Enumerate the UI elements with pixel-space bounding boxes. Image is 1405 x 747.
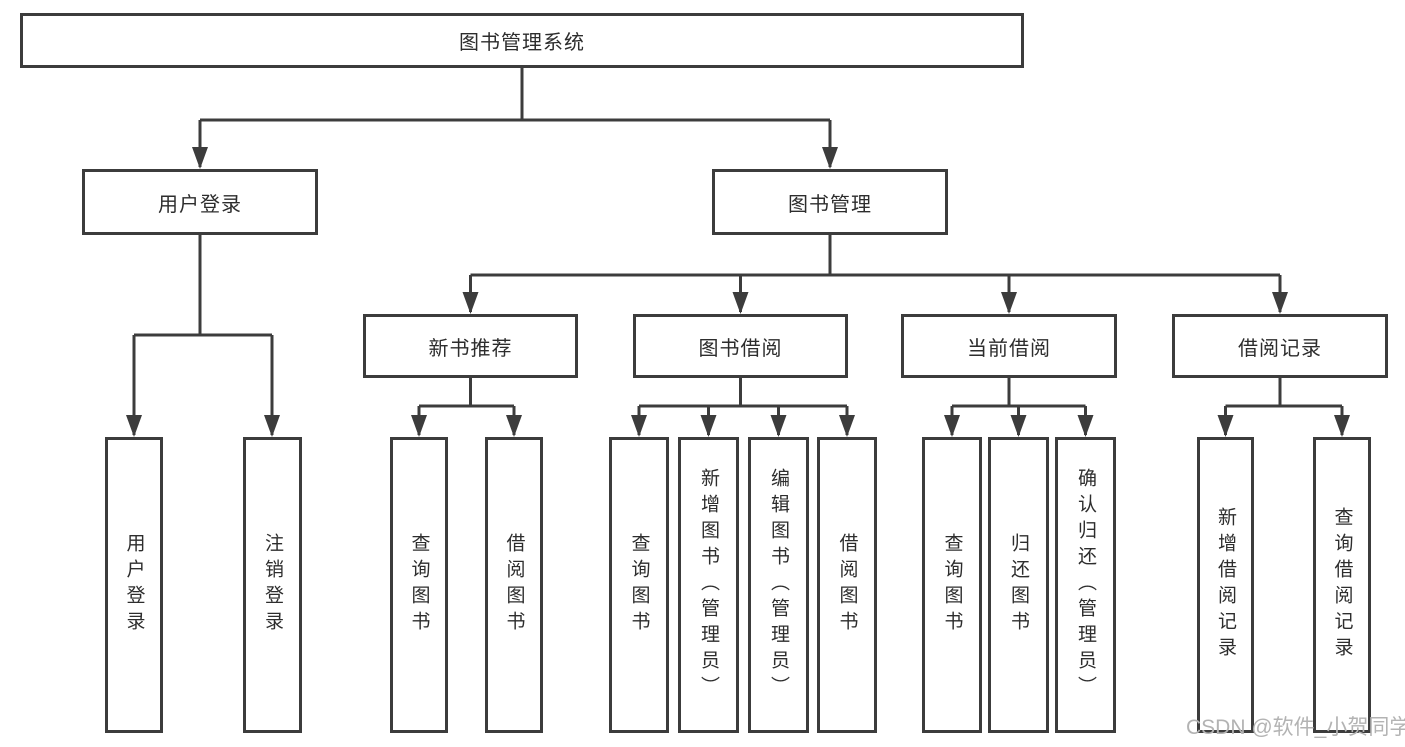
node-borrow-records: 借阅记录: [1172, 314, 1388, 378]
leaf-borrow-books-recommend: 借阅图书: [485, 437, 543, 733]
leaf-label: 新增图书（管理员）: [698, 468, 719, 702]
leaf-label: 借阅图书: [503, 533, 525, 637]
node-label: 借阅记录: [1238, 337, 1322, 360]
leaf-label: 归还图书: [1008, 533, 1029, 637]
node-label: 当前借阅: [967, 337, 1051, 360]
leaf-label: 确认归还（管理员）: [1075, 468, 1096, 702]
node-user-login: 用户登录: [82, 169, 318, 235]
leaf-user-login: 用户登录: [105, 437, 163, 733]
node-label: 用户登录: [158, 193, 242, 216]
leaf-label: 用户登录: [123, 533, 145, 637]
leaf-add-borrow-record: 新增借阅记录: [1197, 437, 1254, 733]
leaf-label: 查询图书: [408, 533, 430, 637]
watermark: CSDN @软件_小贺同学: [1186, 716, 1405, 739]
leaf-label: 查询图书: [628, 533, 650, 637]
connector-paths: [132, 68, 1344, 435]
leaf-borrow-books-borrow: 借阅图书: [817, 437, 877, 733]
leaf-query-books-current: 查询图书: [922, 437, 982, 733]
leaf-label: 借阅图书: [836, 533, 858, 637]
node-label: 图书管理: [788, 193, 872, 216]
node-new-book-recommend: 新书推荐: [363, 314, 578, 378]
leaf-label: 查询图书: [941, 533, 963, 637]
leaf-edit-book-admin: 编辑图书（管理员）: [748, 437, 809, 733]
node-label: 新书推荐: [428, 337, 513, 360]
leaf-query-borrow-record: 查询借阅记录: [1313, 437, 1371, 733]
leaf-query-books-recommend: 查询图书: [390, 437, 448, 733]
leaf-return-book: 归还图书: [988, 437, 1049, 733]
leaf-label: 编辑图书（管理员）: [768, 468, 789, 702]
node-library-management-system: 图书管理系统: [20, 13, 1024, 68]
leaf-query-books-borrow: 查询图书: [609, 437, 669, 733]
leaf-logout: 注销登录: [243, 437, 302, 733]
leaf-label: 查询借阅记录: [1331, 507, 1353, 663]
node-label: 图书借阅: [698, 337, 783, 360]
leaf-label: 新增借阅记录: [1215, 507, 1236, 663]
leaf-confirm-return-admin: 确认归还（管理员）: [1055, 437, 1116, 733]
node-label: 图书管理系统: [459, 32, 585, 54]
leaf-add-book-admin: 新增图书（管理员）: [678, 437, 739, 733]
node-current-borrow: 当前借阅: [901, 314, 1117, 378]
leaf-label: 注销登录: [262, 533, 283, 637]
node-book-borrow: 图书借阅: [633, 314, 848, 378]
node-book-management: 图书管理: [712, 169, 948, 235]
